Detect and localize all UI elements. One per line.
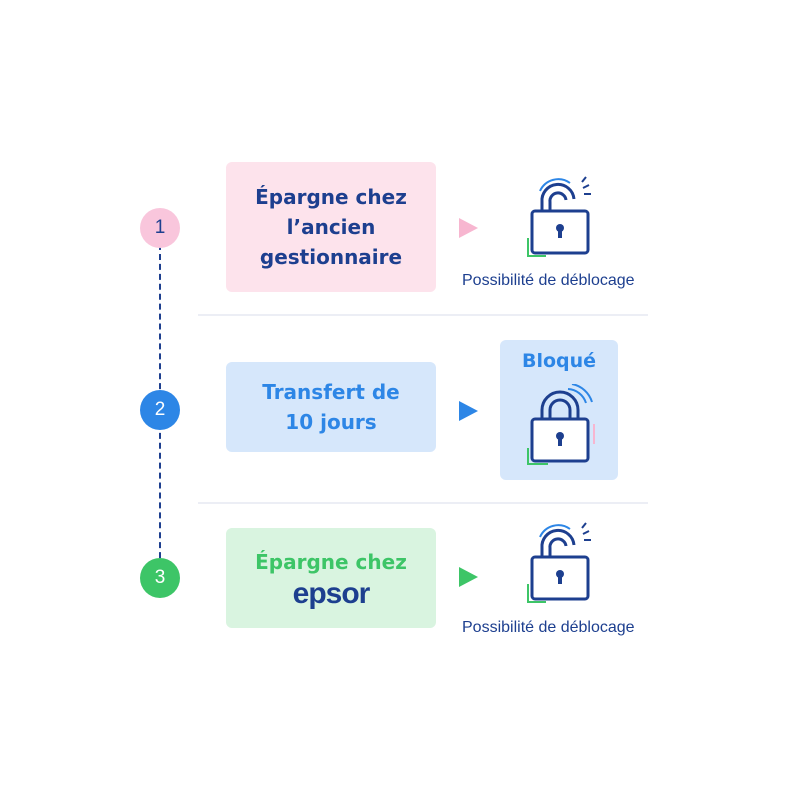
step-1-arrow-icon: [459, 218, 478, 238]
step-1-line-2: l’ancien: [286, 215, 376, 239]
step-3-line-1: Épargne chez: [255, 550, 407, 574]
step-2-line-2: 10 jours: [285, 410, 377, 434]
epsor-logo: epsor: [292, 577, 371, 610]
step-2-line-1: Transfert de: [262, 380, 400, 404]
step-3-circle: 3: [140, 558, 180, 598]
step-2-arrow-icon: [459, 401, 478, 421]
blocked-status-box: Bloqué: [500, 340, 618, 480]
divider-2: [198, 502, 648, 504]
step-1-number: 1: [154, 217, 166, 238]
step-1-circle: 1: [140, 208, 180, 248]
step-2-box: Transfert de 10 jours: [226, 362, 436, 452]
step-3-caption: Possibilité de déblocage: [462, 619, 635, 636]
step-3-arrow-icon: [459, 567, 478, 587]
step-1-line-3: gestionnaire: [259, 245, 403, 269]
divider-1: [198, 314, 648, 316]
step-2-circle: 2: [140, 390, 180, 430]
step-1-caption: Possibilité de déblocage: [462, 272, 635, 289]
step-2-number: 2: [154, 399, 166, 420]
blocked-label: Bloqué: [521, 350, 597, 372]
step-3-number: 3: [154, 567, 166, 588]
step-1-box: Épargne chez l’ancien gestionnaire: [226, 162, 436, 292]
step-3-box: Épargne chez epsor: [226, 528, 436, 628]
closed-lock-icon: [527, 384, 595, 465]
open-lock-icon: [527, 176, 591, 257]
step-1-line-1: Épargne chez: [255, 185, 407, 209]
open-lock-icon: [527, 522, 591, 603]
